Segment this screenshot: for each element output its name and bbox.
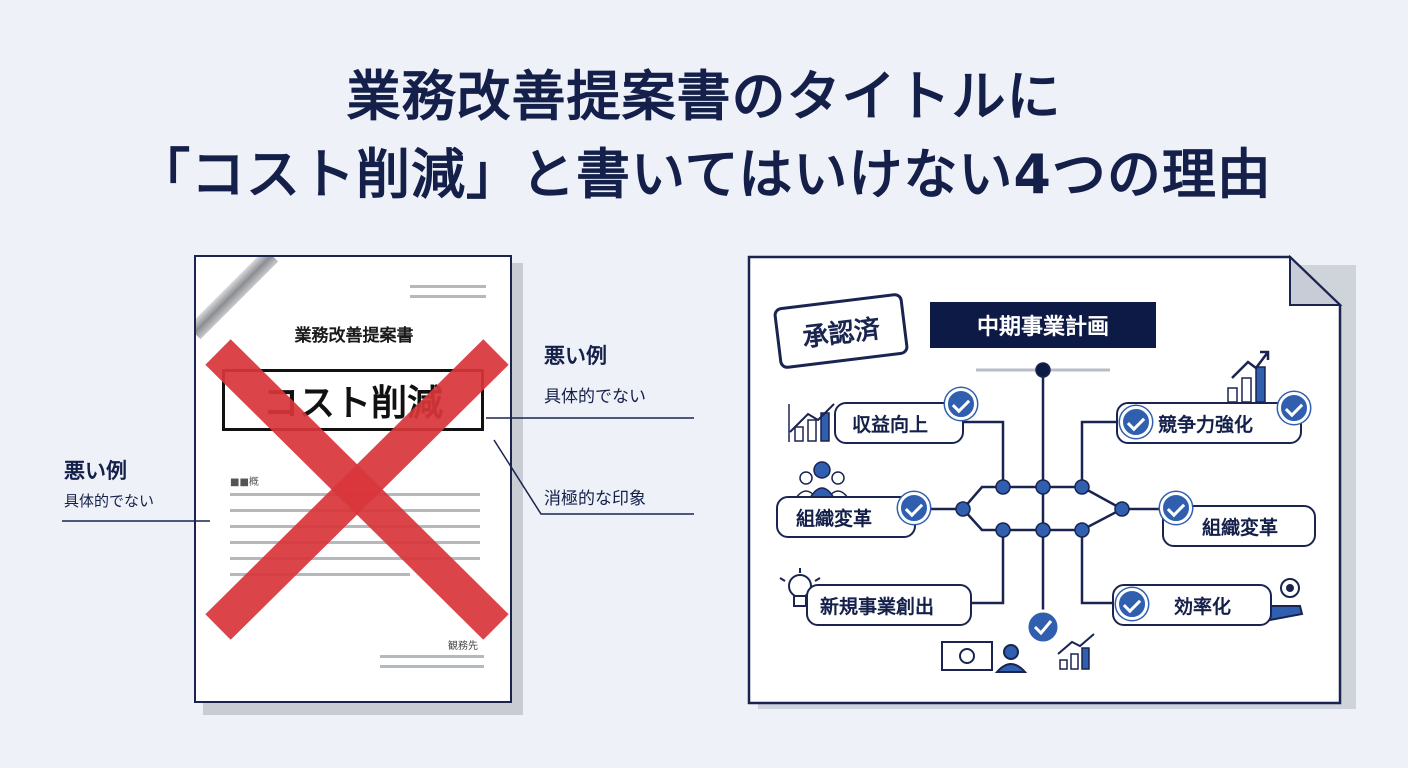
team-icon xyxy=(794,461,850,499)
left-bad-example-sub: 具体的でない xyxy=(64,492,155,510)
org-change-left-label: 組織変革 xyxy=(796,507,873,530)
title-line-1: 業務改善提案書のタイトルに xyxy=(346,65,1062,128)
new-business-label: 新規事業創出 xyxy=(820,595,935,618)
doc-line xyxy=(380,655,484,658)
org-change-left-node: 組織変革 xyxy=(776,496,916,538)
revenue-node: 収益向上 xyxy=(834,402,964,444)
check-icon xyxy=(1120,406,1152,438)
plan-title-box: 中期事業計画 xyxy=(930,302,1156,348)
competitiveness-label: 競争力強化 xyxy=(1158,413,1254,436)
doc-line xyxy=(380,665,484,668)
small-growth-icon xyxy=(1057,633,1095,670)
check-icon xyxy=(898,492,930,524)
revenue-label: 収益向上 xyxy=(852,413,929,436)
right-bad-example-sub: 具体的でない xyxy=(544,387,646,407)
approved-stamp-text: 承認済 xyxy=(800,313,882,354)
money-icon xyxy=(941,641,1028,673)
right-bad-example-label: 悪い例 xyxy=(544,344,607,368)
efficiency-label: 効率化 xyxy=(1174,595,1232,618)
left-bad-example-label: 悪い例 xyxy=(64,459,127,483)
plan-title: 中期事業計画 xyxy=(976,315,1109,340)
org-change-right-label: 組織変革 xyxy=(1202,516,1279,539)
doc-line xyxy=(410,295,486,298)
negative-impression-label: 消極的な印象 xyxy=(544,489,646,509)
doc-footer-label: 観務先 xyxy=(448,641,478,652)
page-title: 業務改善提案書のタイトルに 「コスト削減」と書いてはいけない4つの理由 xyxy=(0,58,1408,214)
title-line-2: 「コスト削減」と書いてはいけない4つの理由 xyxy=(136,143,1272,206)
check-icon xyxy=(1160,492,1192,524)
check-icon xyxy=(1116,588,1148,620)
doc-line xyxy=(410,285,486,288)
bar-chart-icon xyxy=(788,403,835,442)
check-icon xyxy=(1278,392,1310,424)
check-icon xyxy=(945,388,977,420)
new-business-node: 新規事業創出 xyxy=(806,584,972,626)
